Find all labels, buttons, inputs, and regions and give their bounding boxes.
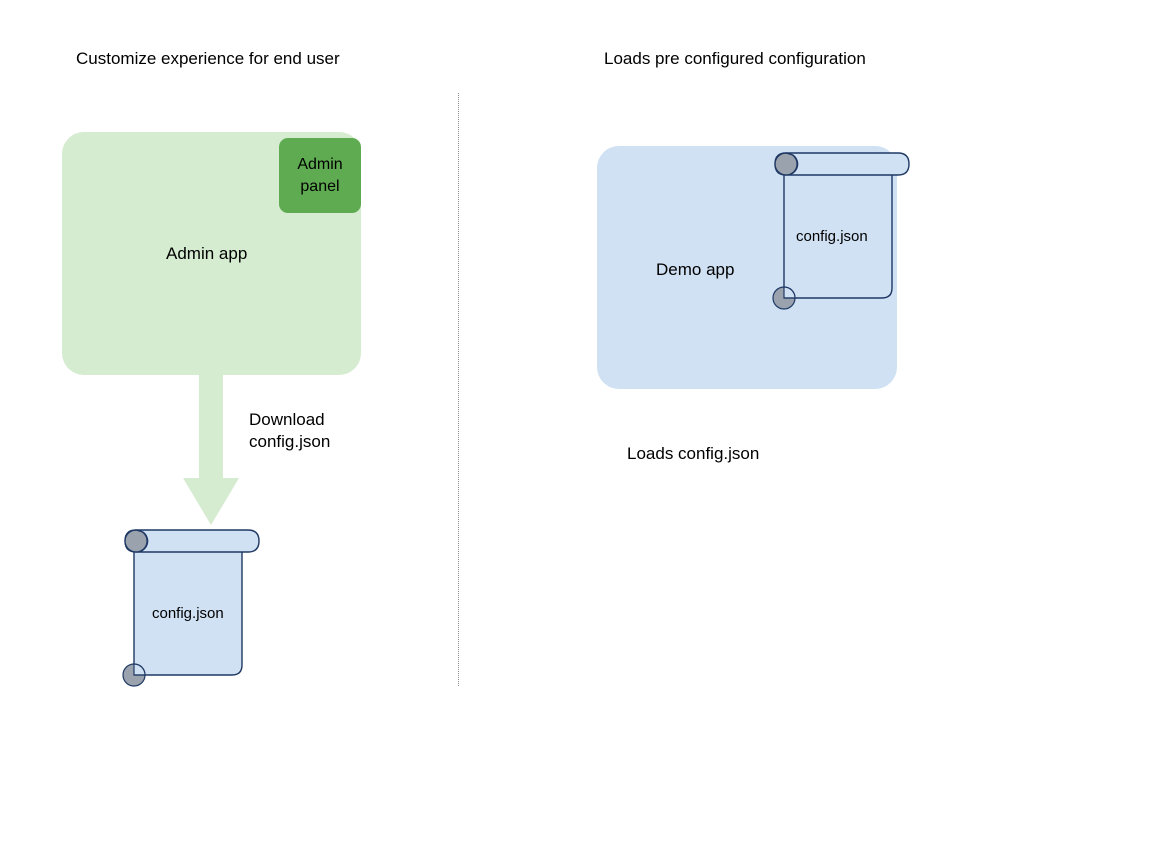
right-section-title: Loads pre configured configuration [604,49,866,68]
config-json-label-right: config.json [796,228,868,245]
config-json-document-right[interactable] [768,150,918,314]
config-json-document-left[interactable] [118,527,268,691]
left-section-title: Customize experience for end user [76,49,340,68]
config-json-label-left: config.json [152,605,224,622]
loads-config-caption: Loads config.json [627,444,760,463]
download-arrow-label: Download config.json [249,409,330,453]
section-divider [458,93,460,686]
download-arrow-icon [183,368,239,525]
admin-panel-label: Admin panel [297,154,342,198]
admin-app-label: Admin app [166,244,248,263]
admin-panel-label-line2: panel [300,177,340,195]
download-arrow-label-line1: Download [249,410,325,429]
demo-app-label: Demo app [656,260,735,279]
admin-panel-label-line1: Admin [297,155,343,173]
admin-panel-chip[interactable]: Admin panel [279,138,361,213]
download-arrow-label-line2: config.json [249,432,331,451]
